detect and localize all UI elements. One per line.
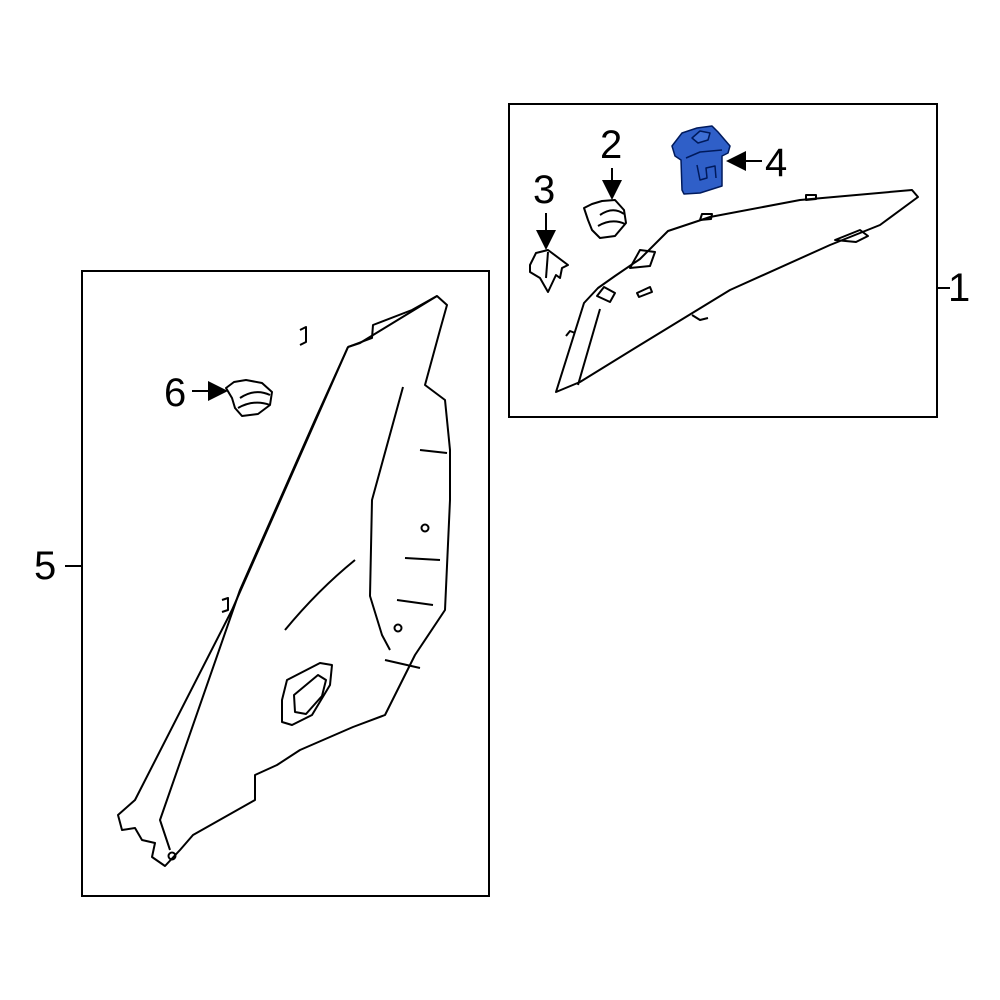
clip-4-highlighted — [671, 125, 731, 195]
group-frame-upper — [508, 103, 938, 418]
push-clip-6 — [225, 379, 273, 417]
callout-3: 3 — [533, 168, 556, 212]
lower-trim-panel — [117, 295, 451, 867]
retainer-clip-3 — [529, 249, 569, 293]
group-frame-lower — [81, 270, 490, 897]
push-clip-2 — [583, 199, 627, 239]
callout-1: 1 — [948, 266, 971, 310]
callout-6: 6 — [164, 371, 187, 415]
callout-5: 5 — [34, 544, 57, 588]
upper-trim-panel — [555, 189, 919, 393]
callout-2: 2 — [600, 123, 623, 167]
callout-4: 4 — [765, 141, 788, 185]
